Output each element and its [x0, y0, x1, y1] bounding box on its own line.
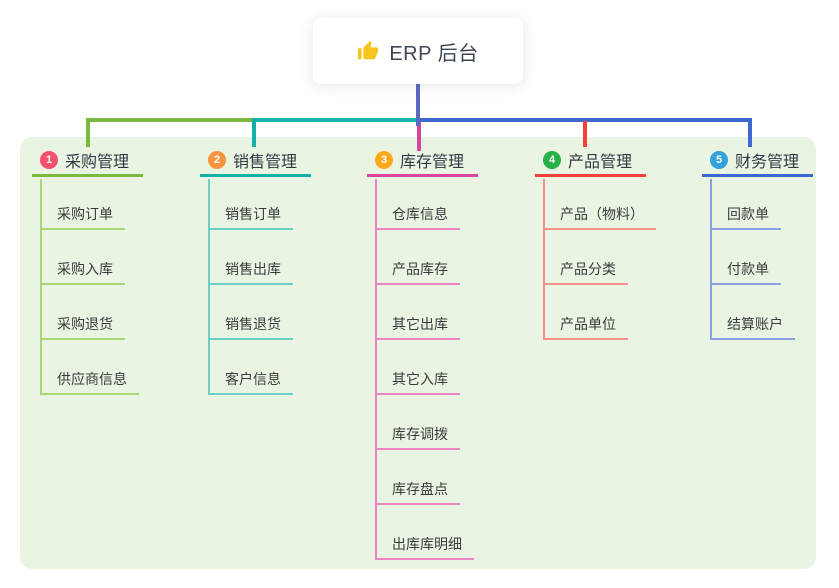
branch-1-label[interactable]: 1 采购管理: [32, 146, 143, 177]
branch-5-trunk-line: [710, 179, 712, 340]
branch-3-child-2[interactable]: 产品库存: [375, 262, 460, 285]
branch-2-number-badge: 2: [208, 151, 226, 169]
connector-segment: [252, 118, 420, 122]
branches-panel: [20, 137, 816, 569]
branch-1-child-2[interactable]: 采购入库: [40, 262, 125, 285]
branch-2-child-3[interactable]: 销售退货: [208, 317, 293, 340]
branch-3-child-6[interactable]: 库存盘点: [375, 482, 460, 505]
branch-4-trunk-line: [543, 179, 545, 340]
connector-segment: [748, 118, 752, 147]
branch-1-child-3[interactable]: 采购退货: [40, 317, 125, 340]
connector-segment: [583, 121, 587, 147]
branch-title: 库存管理: [400, 154, 465, 171]
connector-segment: [416, 84, 420, 126]
branch-title: 财务管理: [735, 154, 800, 171]
branch-5-number-badge: 5: [710, 151, 728, 169]
branch-2-trunk-line: [208, 179, 210, 395]
branch-3-label[interactable]: 3 库存管理: [367, 146, 478, 177]
root-title: ERP 后台: [389, 42, 479, 65]
branch-4-number-badge: 4: [543, 151, 561, 169]
branch-1-trunk-line: [40, 179, 42, 395]
branch-2-child-2[interactable]: 销售出库: [208, 262, 293, 285]
branch-2-child-4[interactable]: 客户信息: [208, 372, 293, 395]
connector-segment: [418, 118, 752, 122]
thumbs-up-icon: [358, 40, 379, 60]
branch-4-label[interactable]: 4 产品管理: [535, 146, 646, 177]
branch-5-child-3[interactable]: 结算账户: [710, 317, 795, 340]
branch-2-label[interactable]: 2 销售管理: [200, 146, 311, 177]
branch-3-child-4[interactable]: 其它入库: [375, 372, 460, 395]
branch-title: 销售管理: [233, 154, 298, 171]
branch-title: 产品管理: [568, 154, 633, 171]
branch-3-number-badge: 3: [375, 151, 393, 169]
branch-2-child-1[interactable]: 销售订单: [208, 207, 293, 230]
branch-3-child-5[interactable]: 库存调拨: [375, 427, 460, 450]
branch-3-trunk-line: [375, 179, 377, 560]
branch-3-child-7[interactable]: 出库库明细: [375, 537, 474, 560]
branch-1-child-1[interactable]: 采购订单: [40, 207, 125, 230]
branch-4-child-2[interactable]: 产品分类: [543, 262, 628, 285]
branch-title: 采购管理: [65, 154, 130, 171]
branch-5-label[interactable]: 5 财务管理: [702, 146, 813, 177]
branch-3-child-1[interactable]: 仓库信息: [375, 207, 460, 230]
branch-4-child-1[interactable]: 产品（物料）: [543, 207, 656, 230]
connector-segment: [252, 118, 256, 147]
branch-4-child-3[interactable]: 产品单位: [543, 317, 628, 340]
root-node[interactable]: ERP 后台: [313, 18, 523, 84]
branch-5-child-1[interactable]: 回款单: [710, 207, 781, 230]
branch-1-child-4[interactable]: 供应商信息: [40, 372, 139, 395]
connector-segment: [86, 118, 90, 147]
branch-5-child-2[interactable]: 付款单: [710, 262, 781, 285]
branch-1-number-badge: 1: [40, 151, 58, 169]
branch-3-child-3[interactable]: 其它出库: [375, 317, 460, 340]
connector-segment: [417, 122, 421, 151]
